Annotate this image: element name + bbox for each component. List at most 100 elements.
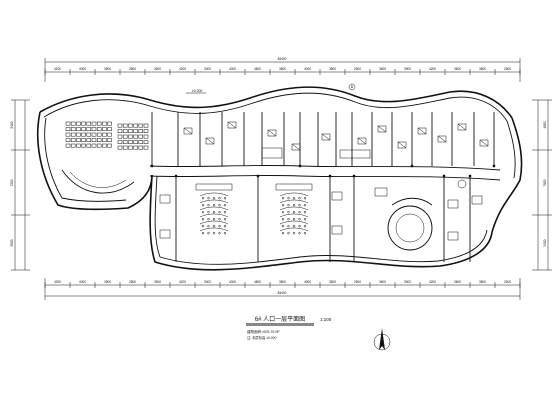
column [442, 174, 446, 178]
seat [102, 121, 107, 126]
chair [212, 225, 216, 228]
seat [81, 127, 86, 131]
seat [128, 145, 133, 150]
bottom-dim-11: 4000 [304, 280, 311, 284]
top-dim-5: 3500 [154, 67, 161, 71]
room-fixture [267, 129, 277, 137]
room-fixture-line [457, 123, 467, 131]
bottom-dim-2: 4000 [79, 280, 86, 284]
chair [201, 232, 205, 235]
chair [201, 218, 205, 221]
room-fixture-line [437, 135, 447, 143]
top-dim-16: 4200 [429, 67, 436, 71]
right-dim-3: 5400 [543, 239, 547, 246]
chair [212, 204, 216, 207]
bottom-dim-10: 3800 [279, 280, 286, 284]
column [328, 174, 332, 178]
top-dim-6: 4200 [179, 67, 186, 71]
room-fixture-line [479, 139, 489, 147]
corridor [149, 164, 501, 181]
seat [117, 145, 123, 150]
drawing-title: 6# 人口一层平面图 [255, 316, 305, 323]
bottom-dim-8: 4000 [229, 280, 236, 284]
bottom-dim-16: 4200 [429, 280, 436, 284]
seat [76, 132, 81, 137]
bottom-dim-9: 4800 [254, 280, 261, 284]
seat [143, 123, 149, 128]
seat [70, 138, 76, 142]
room-fixture-line [357, 137, 367, 145]
seat [143, 145, 149, 150]
bottom-dim-13: 2800 [354, 280, 361, 284]
seat [138, 123, 144, 128]
top-dim-17: 3600 [454, 67, 461, 71]
seat [133, 129, 138, 133]
bottom-dim-17: 3600 [454, 280, 461, 284]
axis-bubble: B [348, 83, 356, 91]
desk-row [199, 192, 229, 197]
chair [218, 218, 221, 221]
chair [281, 204, 285, 207]
top-dim-11: 4000 [304, 67, 311, 71]
column [174, 174, 178, 178]
chair [281, 218, 285, 221]
chair [281, 211, 285, 214]
drawing-scale: 1:100 [320, 317, 332, 322]
chair [298, 197, 301, 200]
room-fixture [447, 231, 459, 241]
chair [218, 225, 221, 228]
seat [102, 138, 107, 142]
elevation-tag: ±0.000 [192, 89, 202, 93]
chair [212, 218, 216, 221]
right-dim-1: 4800 [543, 121, 547, 128]
lecture-hall-seating [65, 121, 149, 150]
chair [281, 232, 285, 235]
desk-row [199, 227, 229, 232]
desk-row [199, 220, 229, 225]
seat [143, 129, 149, 133]
structural-columns [150, 164, 496, 178]
chair [298, 225, 301, 228]
seat [138, 145, 144, 150]
desk-row [279, 206, 309, 211]
room-fixture [377, 125, 387, 133]
right-dimension-chain: 4800 7800 5400 [532, 99, 552, 271]
column [468, 174, 472, 178]
room-fixture [471, 195, 483, 205]
room-fixture-line [377, 125, 387, 133]
seat [65, 121, 71, 126]
chair [303, 232, 307, 235]
seat [81, 138, 86, 142]
chair [207, 232, 210, 235]
top-dim-2: 4000 [79, 67, 86, 71]
seat [122, 129, 128, 133]
top-dim-8: 4000 [229, 67, 236, 71]
chair [223, 218, 227, 221]
note-line: 注: 本层标高 ±0.000 [247, 335, 276, 340]
seat [102, 143, 107, 148]
bottom-dim-15: 3900 [404, 280, 411, 284]
top-dim-1: 4200 [54, 67, 61, 71]
left-dimension-chain: 5400 7200 5600 [10, 99, 30, 271]
seat [117, 140, 123, 144]
column [352, 174, 356, 178]
stair [261, 147, 283, 159]
chair [218, 211, 221, 214]
top-dim-19: 2600 [504, 67, 511, 71]
top-dim-13: 2800 [354, 67, 361, 71]
title-block: 6# 人口一层平面图 1:100 建筑面积≈925.75 M² 注: 本层标高 … [246, 316, 332, 340]
chair [223, 225, 227, 228]
chair [223, 204, 227, 207]
seat [70, 127, 76, 131]
bottom-dim-7: 3000 [204, 280, 211, 284]
room-fixture [479, 139, 489, 147]
chair [207, 197, 210, 200]
chair [223, 211, 227, 214]
seat [122, 140, 128, 144]
chair [207, 204, 210, 207]
seat [133, 123, 138, 128]
seat [128, 123, 133, 128]
desk-row [199, 206, 229, 211]
seat [70, 132, 76, 137]
seat [117, 134, 123, 139]
